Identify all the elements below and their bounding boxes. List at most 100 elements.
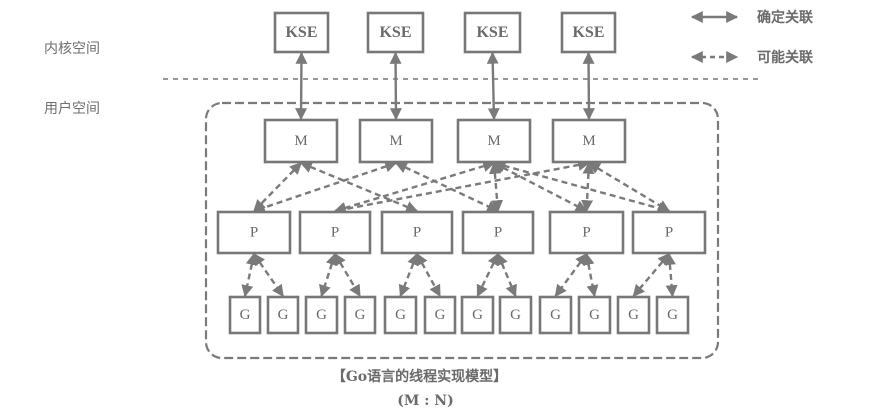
g-box: [304, 295, 339, 335]
g-label: G: [316, 307, 327, 323]
p-node: P: [216, 210, 292, 255]
p-box: [298, 210, 372, 255]
m-p-possible-edge: [394, 161, 500, 213]
p-box: [461, 210, 535, 255]
g-label: G: [355, 307, 366, 323]
m-p-possible-edge: [252, 160, 398, 214]
m-p-possible-edge: [488, 161, 504, 213]
g-box: [228, 295, 262, 335]
kse-label: KSE: [572, 24, 604, 41]
p-g-possible-edge: [241, 252, 258, 298]
kse-m-definite-edge: [486, 51, 500, 121]
p-box: [380, 210, 454, 255]
m-label: M: [389, 133, 402, 149]
kse-m-definite-edge: [582, 51, 595, 121]
p-g-possible-edge: [554, 253, 588, 297]
g-node: G: [616, 295, 651, 335]
p-label: P: [331, 225, 339, 241]
g-node: G: [655, 295, 690, 335]
p-g-possible-edge: [663, 252, 678, 298]
g-label: G: [628, 307, 639, 323]
m-p-possible-edge: [587, 161, 671, 213]
user-space-container: [204, 101, 720, 360]
g-node: G: [538, 295, 573, 335]
g-box: [343, 295, 377, 335]
g-node: G: [383, 295, 418, 335]
g-label: G: [667, 307, 678, 323]
p-g-possible-edge: [398, 252, 419, 298]
kernel-space-label: 内核空间: [44, 41, 100, 57]
legend: [690, 11, 739, 63]
p-g-possible-edge: [496, 252, 517, 298]
legend-definite-label: 确定关联: [757, 10, 813, 26]
kse-label: KSE: [379, 24, 411, 41]
p-node: P: [631, 210, 707, 255]
g-label: G: [472, 307, 483, 323]
g-box: [538, 295, 573, 335]
user-space-label: 用户空间: [44, 101, 100, 117]
p-node: P: [548, 210, 625, 255]
p-label: P: [665, 225, 673, 241]
p-g-possible-edge: [415, 252, 442, 298]
kse-node: KSE: [463, 11, 522, 54]
p-g-possible-edge: [333, 252, 362, 298]
g-node: G: [577, 295, 612, 335]
kse-box: [463, 11, 522, 54]
g-label: G: [435, 307, 446, 323]
m-label: M: [582, 133, 595, 149]
edges-layer: [241, 51, 678, 298]
g-box: [423, 295, 457, 335]
m-p-possible-edge: [333, 159, 591, 215]
g-label: G: [550, 307, 561, 323]
diagram-caption-title: 【Go语言的线程实现模型】: [331, 369, 508, 385]
m-p-possible-edge: [492, 160, 671, 214]
p-box: [548, 210, 625, 255]
g-node: G: [498, 295, 533, 335]
g-box: [498, 295, 533, 335]
m-box: [551, 118, 627, 164]
g-label: G: [395, 307, 406, 323]
g-box: [577, 295, 612, 335]
m-label: M: [294, 133, 307, 149]
g-box: [616, 295, 651, 335]
legend-possible-label: 可能关联: [757, 50, 813, 66]
kse-m-definite-edge: [295, 51, 308, 121]
g-node: G: [228, 295, 262, 335]
m-box: [358, 118, 434, 164]
g-label: G: [589, 307, 600, 323]
m-node: M: [551, 118, 627, 164]
g-label: G: [510, 307, 521, 323]
p-box: [216, 210, 292, 255]
diagram-caption-ratio: (M : N): [397, 393, 454, 409]
g-node: G: [460, 295, 495, 335]
m-node: M: [263, 118, 339, 164]
m-node: M: [358, 118, 434, 164]
kse-node: KSE: [366, 11, 425, 54]
m-node: M: [456, 118, 532, 164]
p-node: P: [380, 210, 454, 255]
p-g-possible-edge: [319, 252, 338, 298]
p-label: P: [250, 225, 258, 241]
g-label: G: [240, 307, 251, 323]
g-label: G: [278, 307, 289, 323]
g-box: [655, 295, 690, 335]
kse-label: KSE: [476, 24, 508, 41]
kse-m-definite-edge: [389, 51, 402, 121]
p-node: P: [298, 210, 372, 255]
g-node: G: [266, 295, 300, 335]
g-node: G: [423, 295, 457, 335]
p-g-possible-edge: [632, 253, 670, 297]
m-p-possible-edge: [492, 161, 588, 213]
g-node: G: [304, 295, 339, 335]
kse-box: [366, 11, 425, 54]
g-node: G: [343, 295, 377, 335]
p-label: P: [582, 225, 590, 241]
p-g-possible-edge: [582, 252, 599, 298]
kse-label: KSE: [285, 24, 317, 41]
kse-node: KSE: [273, 11, 330, 54]
kse-box: [273, 11, 330, 54]
kse-node: KSE: [560, 11, 617, 54]
g-box: [266, 295, 300, 335]
